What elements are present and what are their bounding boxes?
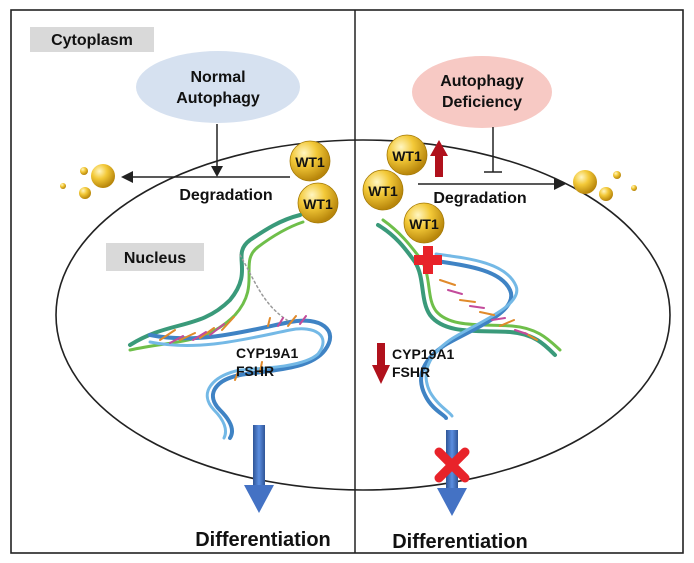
deficiency-label-line2: Deficiency: [442, 94, 522, 111]
wt1-label: WT1: [409, 216, 439, 232]
autophagy-deficiency-oval: [412, 56, 552, 128]
degraded-particle-icon: [613, 171, 621, 179]
nucleus-label-box: [106, 243, 204, 271]
nucleus-label: Nucleus: [106, 243, 204, 271]
degraded-particle-icon: [573, 170, 597, 194]
differentiation-arrow: [244, 425, 274, 513]
cytoplasm-label-box: [30, 27, 154, 52]
degradation-arrowhead-left: [121, 171, 133, 183]
cell-frame: [10, 9, 684, 554]
gene-label-cyp19a1: CYP19A1: [392, 346, 454, 362]
degraded-particle-icon: [79, 187, 91, 199]
wt1-label: WT1: [392, 148, 422, 164]
wt1-protein-icon: [297, 182, 339, 224]
cytoplasm-label-text: Cytoplasm: [51, 32, 133, 49]
wt1-protein-icon: [289, 140, 331, 182]
deficiency-label-line1: Autophagy: [440, 73, 524, 90]
left-panel: Normal Autophagy Degradation WT1 WT1 CYP: [60, 51, 339, 551]
gene-label-fshr: FSHR: [392, 364, 430, 380]
decrease-arrow-icon: [372, 343, 390, 384]
degradation-label-right: Degradation: [433, 190, 526, 207]
dna-helix-icon: [128, 213, 333, 440]
block-cross-icon: [414, 246, 442, 274]
degradation-label-left: Degradation: [179, 187, 272, 204]
normal-label-line2: Autophagy: [176, 90, 260, 107]
block-x-icon: [434, 447, 470, 483]
wt1-label: WT1: [295, 154, 325, 170]
gene-label-cyp19a1: CYP19A1: [236, 345, 298, 361]
degraded-particle-icon: [60, 183, 66, 189]
right-panel: Autophagy Deficiency Degradation WT1 WT1…: [362, 56, 637, 553]
cytoplasm-label: Cytoplasm: [30, 27, 154, 52]
normal-label-line1: Normal: [190, 69, 245, 86]
wt1-label: WT1: [368, 183, 398, 199]
nucleus-label-text: Nucleus: [124, 250, 186, 267]
nucleus-membrane: [55, 139, 671, 491]
wt1-label: WT1: [303, 196, 333, 212]
differentiation-label-left: Differentiation: [195, 529, 331, 551]
wt1-protein-icon: [403, 202, 445, 244]
promote-arrow-head: [211, 166, 223, 177]
dna-helix-icon: [376, 218, 562, 420]
gene-label-fshr: FSHR: [236, 363, 274, 379]
degraded-particle-icon: [599, 187, 613, 201]
wt1-protein-icon: [386, 134, 428, 176]
degradation-arrowhead-right: [554, 178, 566, 190]
wt1-protein-icon: [362, 169, 404, 211]
normal-autophagy-oval: [136, 51, 300, 123]
differentiation-label-right: Differentiation: [392, 531, 528, 553]
increase-arrow-icon: [430, 140, 448, 177]
degraded-particle-icon: [91, 164, 115, 188]
degraded-particle-icon: [631, 185, 637, 191]
degraded-particle-icon: [80, 167, 88, 175]
